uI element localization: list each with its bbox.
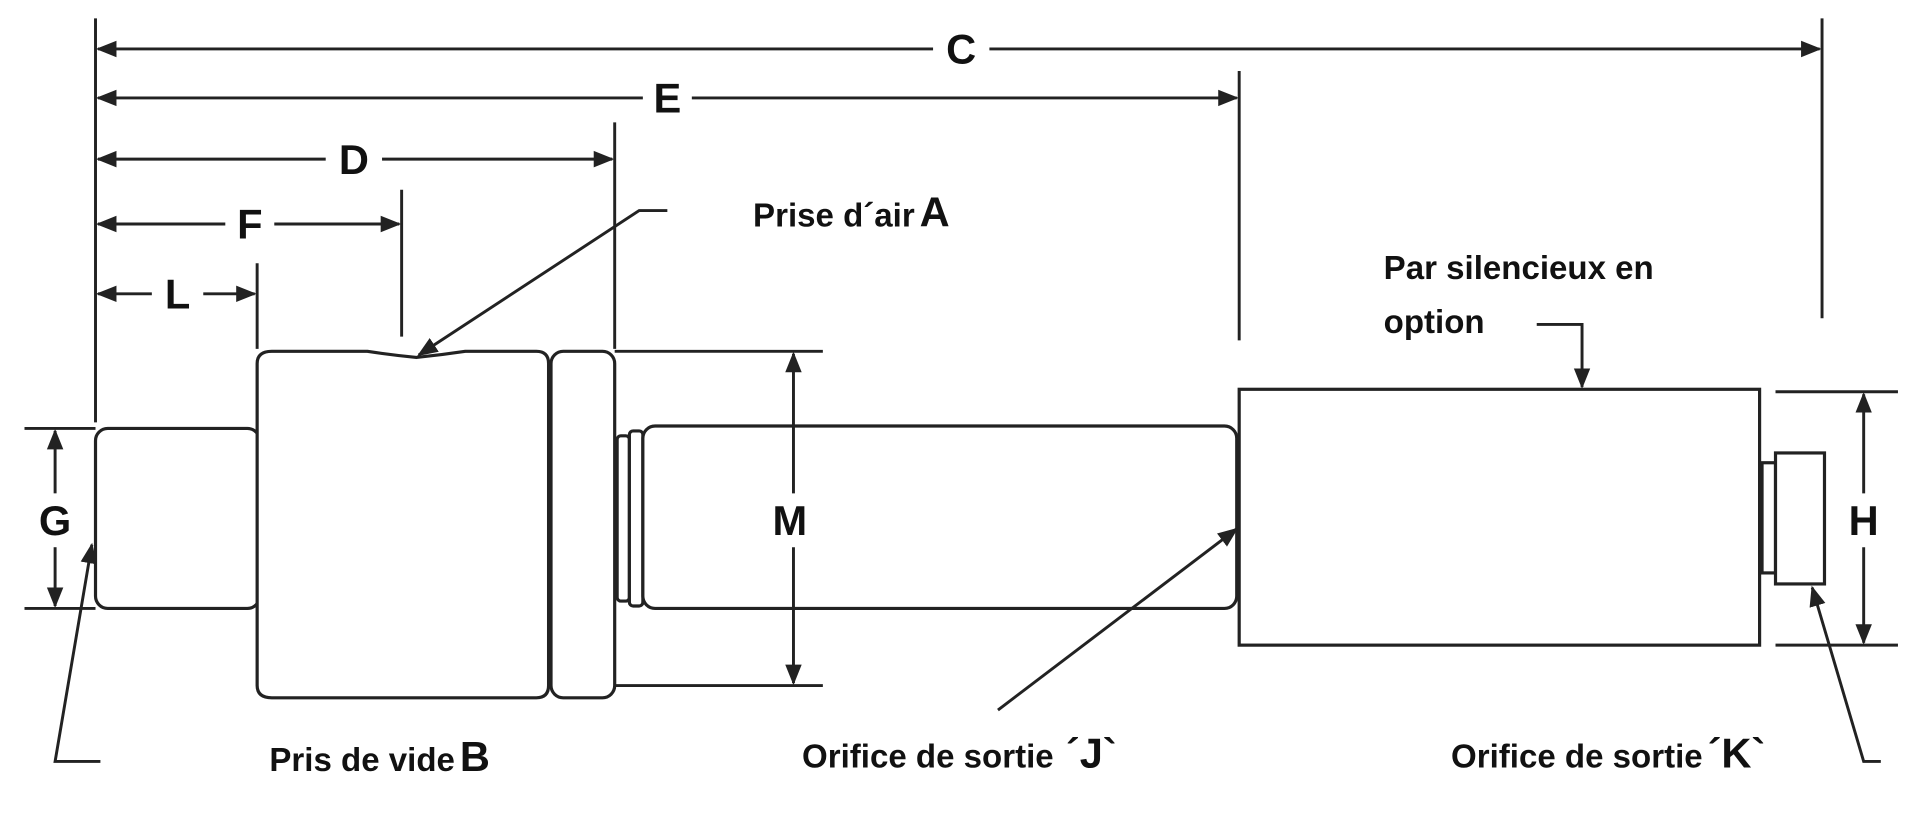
dimension-label-D: D <box>339 136 369 183</box>
dimension-label-L: L <box>165 271 190 318</box>
silencer-cap <box>1773 451 1827 586</box>
dimension-F: F <box>95 201 402 248</box>
dimension-H: H <box>1849 392 1879 645</box>
dimension-label-G: G <box>39 497 71 544</box>
vacuum-leader <box>53 542 101 763</box>
dimension-label-M: M <box>772 497 807 544</box>
silencer-label-line2: option <box>1384 304 1485 341</box>
main-body-block <box>255 349 551 700</box>
dimension-label-E: E <box>653 75 681 122</box>
dimension-label-H: H <box>1849 497 1879 544</box>
air-inlet-leader <box>417 209 668 357</box>
dimension-D: D <box>95 136 615 183</box>
dimension-label-F: F <box>237 201 262 248</box>
silencer <box>1237 387 1762 647</box>
extension-lines <box>24 18 1898 688</box>
dimension-M: M <box>772 351 807 686</box>
dimension-label-C: C <box>946 26 976 73</box>
outlet-k-label: Orifice de sortie´K` <box>1451 730 1765 777</box>
silencer-label-line1: Par silencieux en <box>1384 250 1654 287</box>
silencer-leader <box>1536 322 1591 389</box>
dimension-E: E <box>95 75 1239 122</box>
outlet-j-label: Orifice de sortie´J` <box>802 730 1117 777</box>
groove-2 <box>627 429 645 608</box>
outlet-j-leader <box>997 527 1239 712</box>
outlet-k-leader <box>1809 585 1881 763</box>
dimension-C: C <box>95 26 1822 73</box>
inlet-shaft <box>93 426 262 611</box>
groove-1 <box>615 434 631 603</box>
silencer-neck <box>1760 461 1778 575</box>
dimension-G: G <box>39 428 71 609</box>
body-ring <box>549 349 617 700</box>
outlet-tube <box>641 424 1239 611</box>
dimension-L: L <box>95 271 257 318</box>
